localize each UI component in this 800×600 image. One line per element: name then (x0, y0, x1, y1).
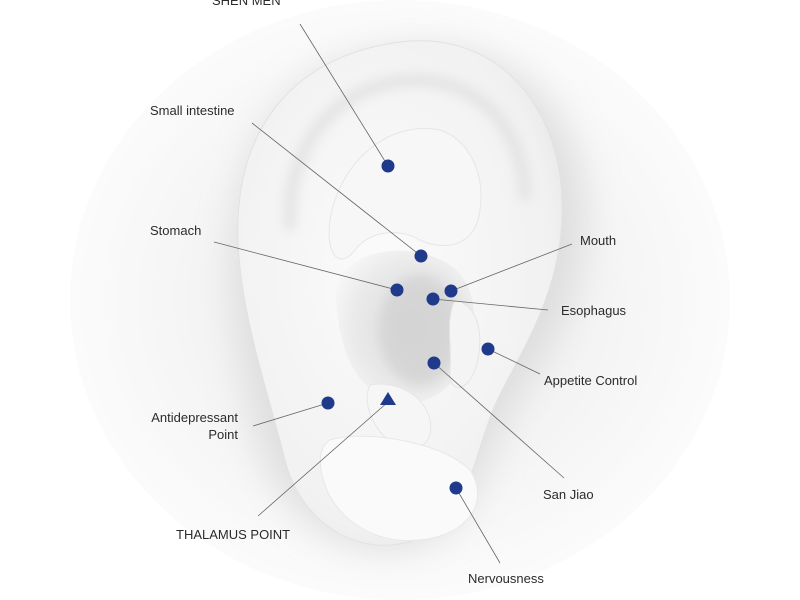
marker-san-jiao (427, 356, 441, 370)
leader-lines (213, 23, 573, 564)
marker-esophagus (426, 292, 440, 306)
leader-line-mouth (450, 243, 573, 292)
marker-small-intestine (414, 249, 428, 263)
marker-nervousness (449, 481, 463, 495)
label-san-jiao: San Jiao (543, 487, 594, 502)
helix-fold (284, 74, 530, 231)
marker-thalamus-triangle (380, 392, 396, 405)
label-shen-men: SHEN MEN (212, 0, 281, 8)
marker-appetite-control (481, 342, 495, 356)
marker-mouth (444, 284, 458, 298)
label-stomach: Stomach (150, 223, 202, 238)
leader-line-esophagus (432, 298, 549, 311)
label-appetite-control: Appetite Control (544, 373, 638, 388)
label-nervousness: Nervousness (468, 571, 544, 586)
antihelix (328, 128, 482, 260)
leader-line-nervousness (455, 487, 501, 564)
label-small-intestine: Small intestine (150, 103, 235, 118)
marker-shen-men (381, 159, 395, 173)
leader-line-appetite-control (487, 348, 541, 375)
point-markers (321, 159, 495, 495)
leader-line-thalamus (257, 401, 389, 517)
label-mouth: Mouth (580, 233, 617, 248)
label-antidepressant-point: Antidepressant Point (138, 409, 238, 443)
leader-line-stomach (213, 241, 398, 291)
leader-line-san-jiao (433, 362, 565, 479)
earlobe (319, 435, 479, 542)
label-thalamus-point: THALAMUS POINT (176, 527, 291, 542)
ear-canal (380, 275, 460, 385)
marker-antidepressant (321, 396, 335, 410)
leader-line-antidepressant (252, 402, 329, 427)
label-antidepressant-line2: Point (208, 427, 238, 442)
leader-line-small-intestine (251, 122, 422, 257)
label-antidepressant-line1: Antidepressant (151, 410, 238, 425)
tragus (448, 299, 481, 389)
marker-stomach (390, 283, 404, 297)
label-esophagus: Esophagus (561, 303, 627, 318)
leader-line-shen-men (299, 23, 389, 167)
